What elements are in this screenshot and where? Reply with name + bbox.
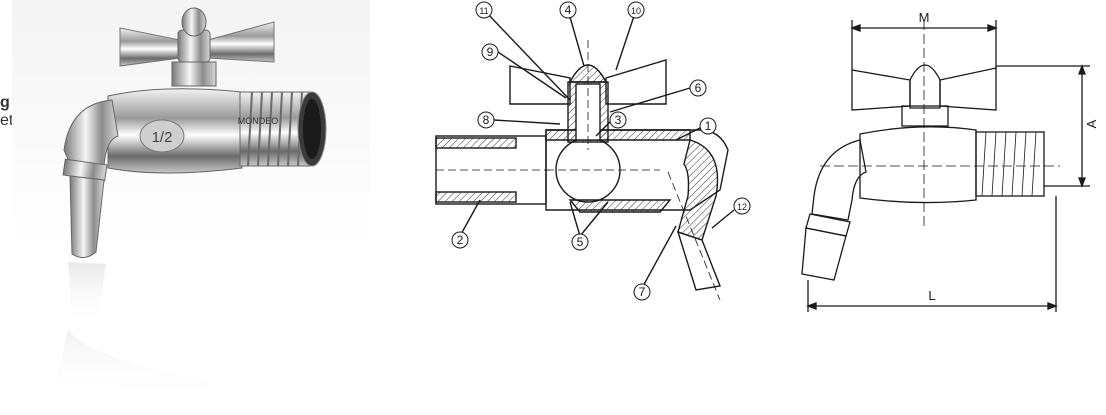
svg-text:2: 2 (457, 233, 464, 247)
svg-text:9: 9 (487, 45, 494, 59)
wing-handle-section (509, 65, 571, 105)
brand-mark: MONDEO (238, 116, 279, 126)
wing-handle (119, 27, 181, 67)
curved-spout (63, 99, 119, 169)
spout-outline (811, 139, 867, 221)
thread-end-outline (975, 131, 1045, 197)
valve-body-outline (859, 126, 977, 204)
svg-text:1: 1 (705, 119, 712, 133)
dimension-label-l: L (928, 288, 935, 303)
callout-1: 1 (699, 117, 717, 135)
product-photo-panel: 1/2 MONDEO (12, 0, 370, 410)
callout-5: 5 (571, 233, 589, 251)
callout-11: 11 (475, 1, 493, 19)
dimension-label-m: M (919, 10, 930, 25)
svg-text:6: 6 (695, 81, 702, 95)
callout-3: 3 (609, 111, 627, 129)
callout-12: 12 (733, 197, 751, 215)
svg-text:11: 11 (479, 6, 488, 16)
description-bold-fragment: g (0, 94, 10, 111)
reflection (68, 262, 106, 326)
hose-nozzle-section (676, 230, 721, 291)
callout-9: 9 (481, 43, 499, 61)
hose-nozzle (69, 175, 105, 258)
hose-nozzle-outline (801, 227, 847, 281)
svg-text:7: 7 (639, 285, 646, 299)
spout-section (677, 139, 719, 241)
callout-2: 2 (451, 231, 469, 249)
callout-6: 6 (689, 79, 707, 97)
svg-text:10: 10 (631, 6, 641, 16)
svg-text:5: 5 (577, 235, 584, 249)
callout-8: 8 (477, 111, 495, 129)
section-view-drawing: 11 4 10 9 6 8 3 1 2 5 7 12 (435, 1, 751, 301)
dimension-label-a: A (1084, 119, 1099, 128)
svg-text:8: 8 (483, 113, 490, 127)
svg-text:3: 3 (615, 113, 622, 127)
faucet-photo: 1/2 MONDEO (52, 7, 327, 400)
size-badge: 1/2 (152, 129, 173, 146)
callout-7: 7 (633, 283, 651, 301)
svg-text:12: 12 (737, 202, 747, 212)
dimension-view-drawing: M A L (801, 10, 1099, 312)
svg-text:4: 4 (565, 3, 572, 17)
callout-10: 10 (627, 1, 645, 19)
callout-4: 4 (559, 1, 577, 19)
